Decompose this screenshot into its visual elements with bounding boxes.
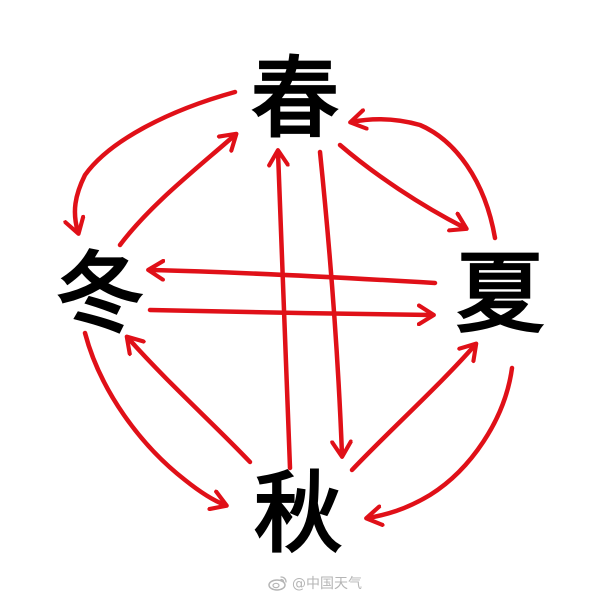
- arrow-autumn-to-winter: [128, 338, 253, 465]
- arrow-summer-to-autumn: [368, 365, 515, 518]
- season-winter-label: 冬: [55, 242, 144, 345]
- season-summer-label: 夏: [455, 242, 544, 345]
- arrow-spring-to-summer: [337, 142, 465, 228]
- watermark: @中国天气: [268, 572, 362, 594]
- arrow-winter-to-spring: [117, 135, 235, 248]
- arrow-spring-to-winter: [75, 89, 238, 232]
- season-autumn-label: 秋: [253, 462, 342, 565]
- arrow-summer-to-spring: [352, 119, 498, 241]
- arrow-autumn-to-summer: [349, 345, 475, 473]
- arrow-winter-to-summer: [147, 310, 432, 315]
- arrow-autumn-to-spring: [278, 152, 293, 471]
- arrow-winter-to-autumn: [82, 330, 225, 505]
- arrow-summer-to-winter: [150, 270, 438, 286]
- arrow-spring-to-autumn: [317, 149, 342, 455]
- season-spring-label: 春: [250, 47, 339, 150]
- weibo-icon: [268, 576, 287, 591]
- watermark-text: @中国天气: [292, 576, 362, 592]
